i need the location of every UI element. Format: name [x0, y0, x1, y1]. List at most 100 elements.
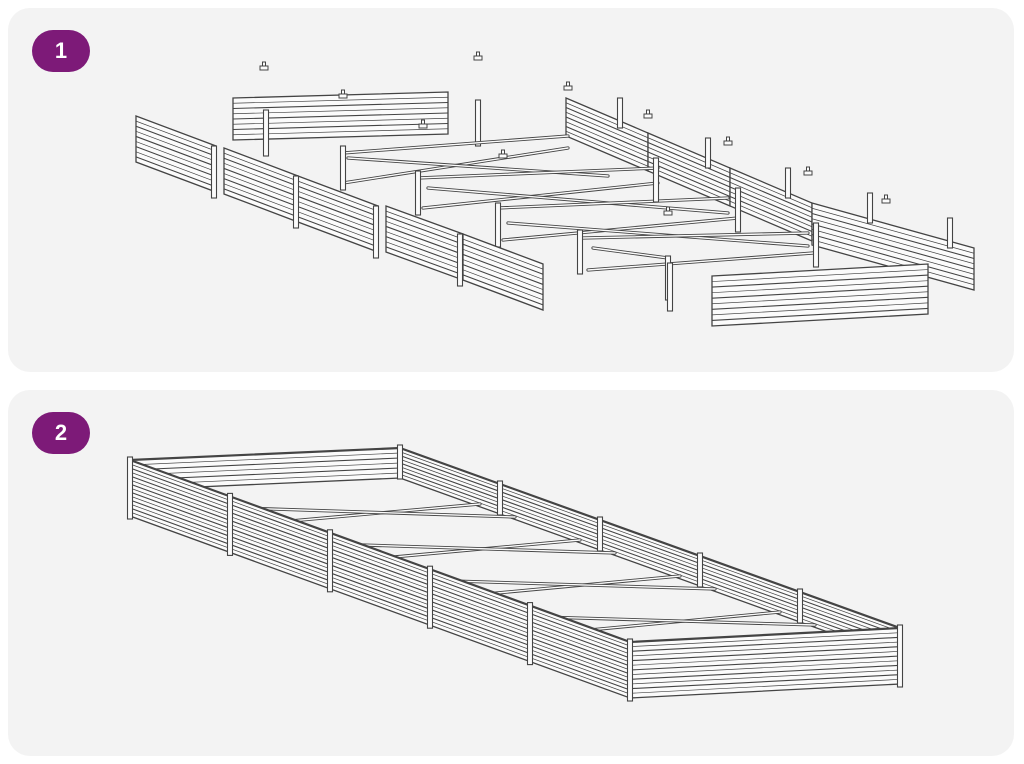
joint-post [372, 205, 380, 259]
inner-back-wall-rib [399, 466, 901, 648]
front-wall-panel-rib [297, 195, 379, 227]
assembled-post [126, 456, 134, 520]
bolt-hardware [643, 109, 653, 119]
joint-post [210, 145, 218, 199]
front-wall-panel-rib [297, 201, 379, 232]
front-wall-panel-rib [385, 246, 464, 276]
front-wall-panel-rib [385, 241, 464, 271]
bolt-hardware [498, 149, 508, 159]
bolt-hardware [473, 51, 483, 61]
bolt-hardware [338, 89, 348, 99]
back-wall-panel-rib [565, 125, 649, 163]
upright-post [704, 137, 712, 169]
assembled-bed-illustration [126, 444, 904, 702]
bolt-hardware [259, 61, 269, 71]
assembled-side-wall-rib [129, 511, 631, 695]
assembled-end-wall-rib [629, 660, 901, 676]
front-wall-panel-rib [223, 163, 299, 192]
inner-back-wall-rib [399, 451, 901, 633]
brace-post [652, 157, 660, 203]
bolt-hardware [418, 119, 428, 129]
front-wall-panel-rib [462, 253, 544, 285]
assembled-end-wall-rib [629, 678, 901, 694]
end-wall-panel-rib [711, 274, 929, 288]
front-wall-panel-rib [462, 243, 544, 275]
cross-brace-inner [417, 167, 659, 179]
joint-post [456, 233, 464, 287]
cross-brace-inner [582, 232, 809, 239]
front-wall-panel-rib [462, 269, 544, 301]
inner-end-wall-rib [129, 452, 401, 466]
front-wall-panel-rib [223, 173, 299, 202]
corner-post [262, 109, 270, 157]
assembled-end-wall-rib [629, 669, 901, 685]
assembled-post [596, 516, 604, 552]
cross-brace-inner [507, 222, 809, 247]
front-wall-panel-rib [135, 135, 217, 167]
assembled-post [626, 638, 634, 702]
back-wall-panel-rib [565, 130, 649, 167]
end-wall-panel-rib [711, 296, 929, 310]
front-wall-panel-rib [135, 120, 217, 152]
front-wall-panel [385, 205, 464, 281]
assembled-side-wall-rib [129, 495, 631, 679]
front-wall-panel-rib [385, 215, 464, 245]
back-wall-panel-rib [729, 191, 813, 228]
assembled-end-wall-rib [629, 674, 901, 690]
assembled-side-wall-rib [129, 467, 631, 651]
front-wall-panel-rib [385, 221, 464, 250]
end-wall-panel-rib [232, 101, 449, 110]
assembled-side-wall-rib [129, 475, 631, 659]
upright-post [866, 192, 874, 224]
front-wall-panel-rib [385, 231, 464, 260]
back-wall-panel-rib [729, 200, 813, 237]
assembled-post [526, 602, 534, 666]
bolt-hardware [663, 206, 673, 216]
back-wall-panel-rib [565, 121, 649, 158]
back-wall-panel-rib [647, 137, 731, 174]
brace-post [812, 222, 820, 268]
inner-end-wall-rib [129, 462, 401, 476]
upright-post [946, 217, 954, 249]
assembled-post [696, 552, 704, 588]
front-wall-panel-rib [462, 238, 544, 270]
inner-back-wall-rib [399, 458, 901, 640]
end-wall-panel-rib [711, 302, 929, 316]
joint-post [292, 175, 300, 229]
front-wall-panel-rib [297, 216, 379, 248]
bolt-hardware [723, 136, 733, 146]
front-wall-panel-rib [462, 264, 544, 296]
front-wall-panel-rib [385, 236, 464, 266]
cross-brace-inner [502, 217, 739, 241]
front-wall-panel-rib [135, 131, 217, 162]
front-wall-panel-rib [385, 210, 464, 240]
front-wall-panel-rib [135, 141, 217, 172]
back-wall-panel-rib [729, 176, 813, 214]
bolt-hardware [803, 166, 813, 176]
front-wall-panel [462, 233, 544, 311]
brace-post [339, 145, 347, 191]
back-wall-panel-rib [647, 160, 731, 198]
front-wall-panel-rib [297, 180, 379, 212]
assembled-end-wall-rib [629, 636, 901, 652]
upright-post [784, 167, 792, 199]
front-wall-panel-rib [462, 274, 544, 306]
brace-post [494, 202, 502, 248]
end-wall-panel [711, 263, 929, 327]
back-wall-panel-rib [647, 156, 731, 193]
back-wall-panel-rib [811, 233, 975, 281]
front-wall-panel [223, 147, 299, 223]
front-wall-panel-rib [385, 225, 464, 255]
front-wall-panel-rib [297, 206, 379, 238]
back-wall-panel-rib [565, 111, 649, 148]
brace-post [666, 262, 674, 312]
assembled-side-wall-rib [129, 507, 631, 691]
cross-brace-inner [422, 182, 659, 209]
front-wall-panel-rib [223, 167, 299, 197]
assembled-side-wall-rib [129, 487, 631, 671]
end-wall-panel-rib [711, 307, 929, 321]
corner-post [474, 99, 482, 147]
front-wall-panel-rib [462, 259, 544, 290]
back-wall-panel-rib [565, 106, 649, 144]
assembled-side-wall-rib [129, 503, 631, 687]
